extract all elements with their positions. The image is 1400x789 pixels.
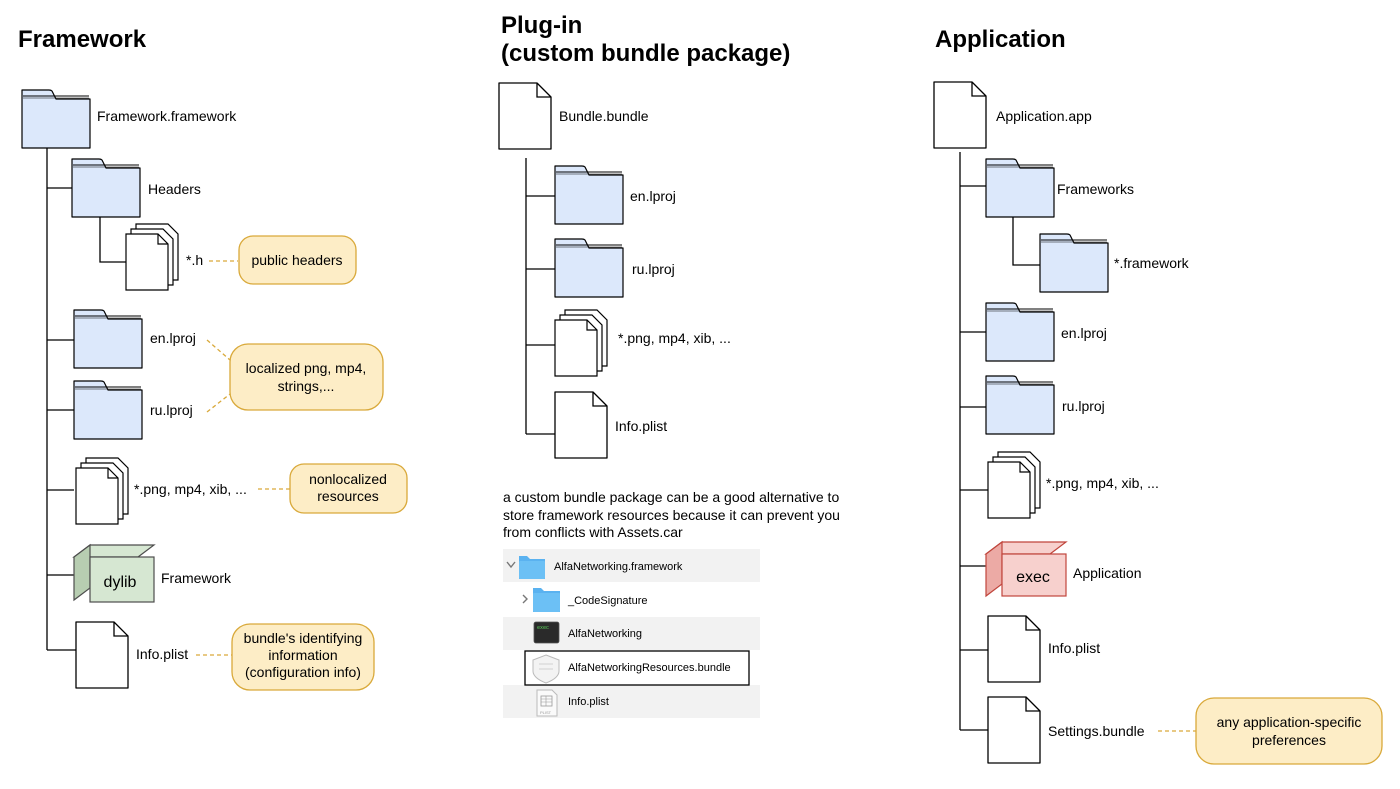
app-frameworks-label: Frameworks <box>1057 181 1134 197</box>
svg-text:AlfaNetworkingResources.bundle: AlfaNetworkingResources.bundle <box>568 662 731 674</box>
dylib-cube-icon: dylib <box>72 543 156 603</box>
framework-ru-lproj-folder-icon <box>73 380 143 440</box>
svg-text:public headers: public headers <box>251 252 342 268</box>
framework-ru-lproj-label: ru.lproj <box>150 402 193 418</box>
svg-text:Info.plist: Info.plist <box>568 696 609 708</box>
public-headers-callout: public headers <box>238 235 357 285</box>
finder-row-codesignature[interactable]: _CodeSignature <box>522 588 648 612</box>
plugin-root-bundle-icon <box>498 82 552 150</box>
plugin-tree-lines <box>525 158 555 435</box>
framework-info-plist-icon <box>75 621 129 689</box>
plugin-resources-icon <box>554 309 608 377</box>
svg-text:(configuration info): (configuration info) <box>245 664 361 680</box>
svg-text:resources: resources <box>317 488 378 504</box>
app-framework-files-label: *.framework <box>1114 255 1190 271</box>
plugin-title-line2: (custom bundle package) <box>501 40 790 67</box>
chevron-down-icon[interactable] <box>506 561 516 569</box>
framework-en-lproj-folder-icon <box>73 309 143 369</box>
app-resources-label: *.png, mp4, xib, ... <box>1046 475 1159 491</box>
plugin-info-plist-icon <box>554 391 608 459</box>
framework-tree-lines <box>46 148 126 651</box>
app-preferences-callout: any application-specific preferences <box>1195 697 1383 765</box>
plugin-root-label: Bundle.bundle <box>559 108 649 124</box>
app-info-plist-icon <box>987 615 1041 683</box>
svg-text:PLIST: PLIST <box>540 710 552 715</box>
application-title: Application <box>935 26 1066 53</box>
plist-file-icon: PLIST <box>536 689 558 717</box>
framework-title: Framework <box>18 26 147 53</box>
framework-callout-connectors <box>196 260 290 656</box>
plugin-note: a custom bundle package can be a good al… <box>503 489 840 540</box>
app-en-lproj-folder-icon <box>985 302 1055 362</box>
bundle-info-callout: bundle's identifying information (config… <box>231 623 375 691</box>
framework-en-lproj-label: en.lproj <box>150 330 196 346</box>
svg-text:information: information <box>268 647 337 663</box>
blue-folder-icon <box>533 588 560 612</box>
plugin-en-lproj-folder-icon <box>554 165 624 225</box>
exec-cube-icon: exec <box>984 540 1068 598</box>
finder-row-binary[interactable]: exec AlfaNetworking <box>533 621 642 644</box>
svg-text:AlfaNetworking: AlfaNetworking <box>568 628 642 640</box>
app-framework-files-folder-icon <box>1039 233 1109 293</box>
exec-label: exec <box>1016 569 1050 586</box>
plugin-title-line1: Plug-in <box>501 12 582 39</box>
plugin-en-lproj-label: en.lproj <box>630 188 676 204</box>
framework-resources-icon <box>75 457 129 525</box>
svg-text:localized png, mp4,: localized png, mp4, <box>246 360 367 376</box>
framework-resources-label: *.png, mp4, xib, ... <box>134 481 247 497</box>
framework-root-label: Framework.framework <box>97 108 237 124</box>
svg-text:a custom bundle package can be: a custom bundle package can be a good al… <box>503 489 839 505</box>
application-root-icon <box>933 81 987 149</box>
app-settings-bundle-label: Settings.bundle <box>1048 723 1145 739</box>
svg-text:any application-specific: any application-specific <box>1217 714 1362 730</box>
h-files-icon <box>125 223 179 291</box>
svg-text:store framework resources beca: store framework resources because it can… <box>503 507 840 523</box>
localized-resources-callout: localized png, mp4, strings,... <box>229 343 384 411</box>
svg-text:strings,...: strings,... <box>278 378 335 394</box>
plugin-info-plist-label: Info.plist <box>615 418 667 434</box>
svg-text:AlfaNetworking.framework: AlfaNetworking.framework <box>554 561 683 573</box>
svg-text:bundle's identifying: bundle's identifying <box>244 630 363 646</box>
finder-listing: AlfaNetworking.framework _CodeSignature … <box>503 549 760 718</box>
svg-text:exec: exec <box>537 625 549 631</box>
h-files-label: *.h <box>186 252 203 268</box>
app-frameworks-folder-icon <box>985 158 1055 218</box>
plugin-ru-lproj-folder-icon <box>554 238 624 298</box>
headers-folder-icon <box>71 158 141 218</box>
svg-text:_CodeSignature: _CodeSignature <box>567 595 648 607</box>
blue-folder-icon <box>519 556 545 579</box>
app-ru-lproj-label: ru.lproj <box>1062 398 1105 414</box>
finder-row-framework[interactable]: AlfaNetworking.framework <box>506 556 683 579</box>
plugin-resources-label: *.png, mp4, xib, ... <box>618 330 731 346</box>
finder-row-info-plist[interactable]: PLIST Info.plist <box>536 689 609 717</box>
app-ru-lproj-folder-icon <box>985 375 1055 435</box>
framework-binary-label: Framework <box>161 570 232 586</box>
app-settings-bundle-icon <box>987 696 1041 764</box>
application-tree-lines <box>959 152 1040 731</box>
app-binary-label: Application <box>1073 565 1142 581</box>
terminal-exec-icon: exec <box>533 621 560 644</box>
plugin-ru-lproj-label: ru.lproj <box>632 261 675 277</box>
svg-text:preferences: preferences <box>1252 732 1326 748</box>
headers-label: Headers <box>148 181 201 197</box>
svg-text:from conflicts with Assets.car: from conflicts with Assets.car <box>503 524 683 540</box>
finder-row-resources-bundle[interactable]: AlfaNetworkingResources.bundle <box>524 650 750 686</box>
app-info-plist-label: Info.plist <box>1048 640 1100 656</box>
dylib-label: dylib <box>104 574 137 591</box>
svg-text:nonlocalized: nonlocalized <box>309 471 387 487</box>
chevron-right-icon[interactable] <box>522 594 528 604</box>
nonlocalized-resources-callout: nonlocalized resources <box>289 463 408 514</box>
app-en-lproj-label: en.lproj <box>1061 325 1107 341</box>
framework-root-folder-icon <box>21 89 91 149</box>
app-resources-icon <box>987 451 1041 519</box>
application-root-label: Application.app <box>996 108 1092 124</box>
framework-info-plist-label: Info.plist <box>136 646 188 662</box>
bundle-icon <box>532 654 560 684</box>
